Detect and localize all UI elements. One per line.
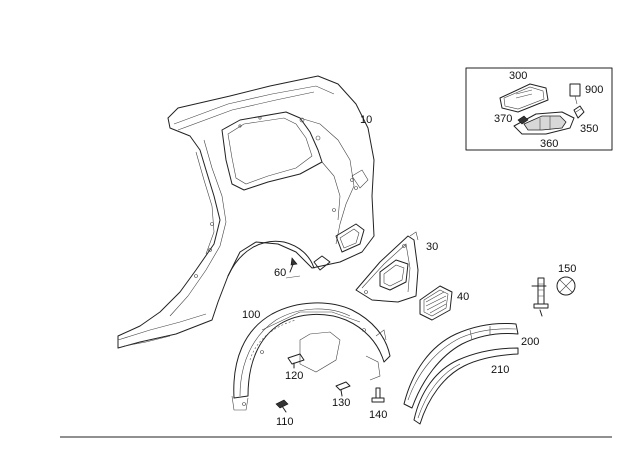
part-label-60[interactable]: 60 — [274, 267, 286, 279]
part-label-300[interactable]: 300 — [509, 70, 527, 82]
part-label-350[interactable]: 350 — [580, 123, 598, 135]
actuator-370-drawing[interactable] — [517, 115, 529, 125]
cover-900-drawing[interactable] — [569, 83, 581, 105]
part-label-10[interactable]: 10 — [360, 114, 372, 126]
bolt-150-drawing[interactable] — [531, 276, 576, 317]
clip-60-drawing[interactable] — [285, 257, 301, 279]
wheel-arch-trim-200-drawing[interactable] — [403, 323, 519, 409]
fuel-filler-bracket-drawing[interactable] — [355, 231, 419, 303]
part-label-120[interactable]: 120 — [285, 370, 303, 382]
wheel-arch-liner-drawing[interactable] — [231, 302, 391, 411]
part-label-40[interactable]: 40 — [457, 291, 469, 303]
part-label-130[interactable]: 130 — [332, 397, 350, 409]
actuator-350-drawing[interactable] — [573, 105, 585, 119]
fuel-housing-360-drawing[interactable] — [513, 111, 575, 135]
part-label-370[interactable]: 370 — [494, 113, 512, 125]
part-label-110[interactable]: 110 — [276, 416, 294, 428]
screw-110-drawing[interactable] — [275, 399, 289, 413]
part-label-30[interactable]: 30 — [426, 241, 438, 253]
rear-side-panel-drawing[interactable] — [117, 75, 375, 349]
part-label-360[interactable]: 360 — [540, 138, 558, 150]
part-label-100[interactable]: 100 — [242, 309, 260, 321]
part-label-200[interactable]: 200 — [521, 336, 539, 348]
part-label-140[interactable]: 140 — [369, 409, 387, 421]
clip-140-drawing[interactable] — [371, 387, 385, 403]
rivet-130-drawing[interactable] — [335, 381, 351, 397]
part-label-210[interactable]: 210 — [491, 364, 509, 376]
fuel-door-detail-box — [465, 67, 613, 151]
part-label-900[interactable]: 900 — [585, 84, 603, 96]
clip-120-drawing[interactable] — [287, 353, 305, 369]
fuel-door-grille-drawing[interactable] — [419, 285, 453, 321]
trim-molding-210-drawing[interactable] — [413, 347, 519, 425]
fuel-door-300-drawing[interactable] — [499, 83, 549, 113]
part-label-150[interactable]: 150 — [558, 263, 576, 275]
